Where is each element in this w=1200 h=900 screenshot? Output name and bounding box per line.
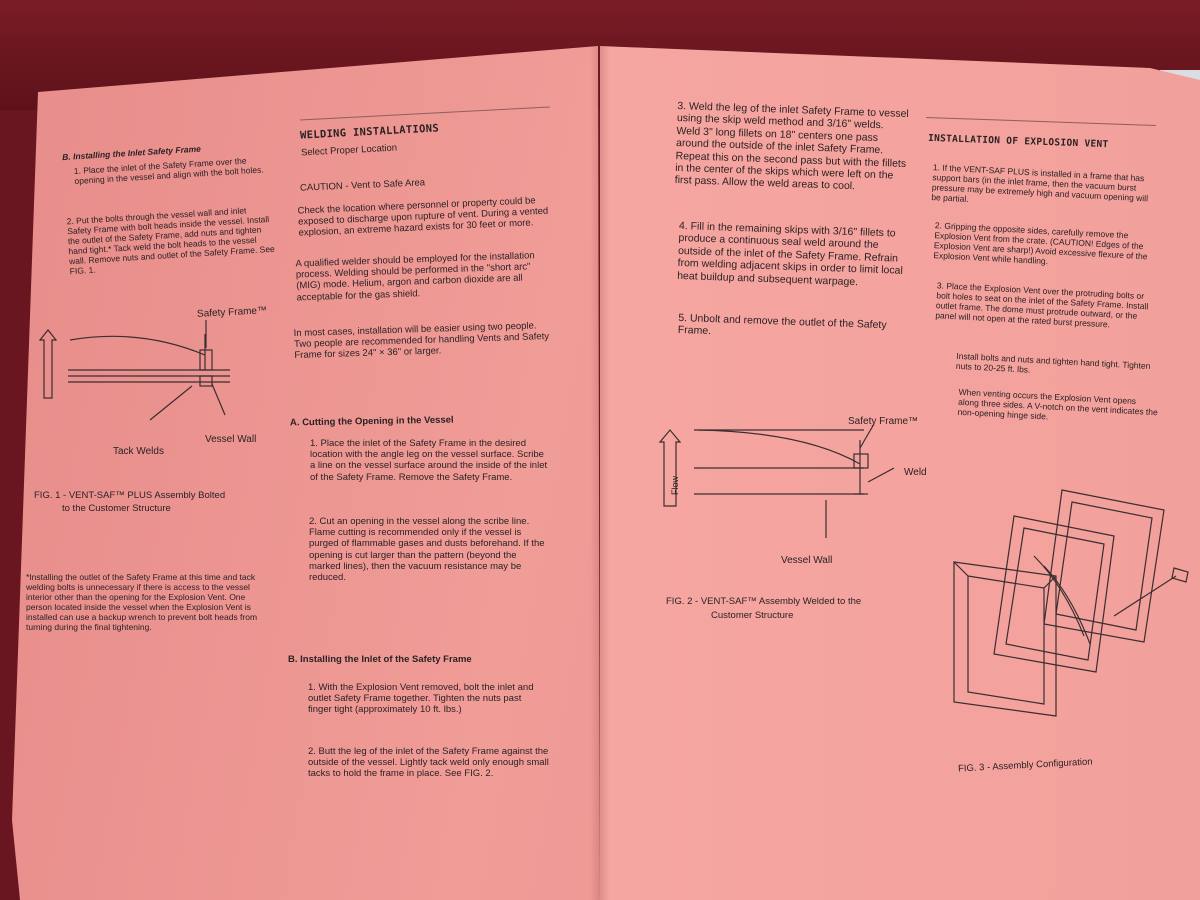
fig1-label-tack-welds: Tack Welds bbox=[113, 446, 164, 457]
right-step-3: 3. Weld the leg of the inlet Safety Fram… bbox=[674, 99, 909, 193]
fig2-flow-arrow bbox=[658, 429, 682, 507]
fig3-inlet-frame bbox=[953, 561, 1057, 717]
fig2-label-vessel-wall: Vessel Wall bbox=[781, 555, 833, 566]
left-footnote: *Installing the outlet of the Safety Fra… bbox=[26, 572, 258, 633]
section-b-step-2: 2. Butt the leg of the inlet of the Safe… bbox=[308, 746, 549, 780]
welder-paragraph: A qualified welder should be employed fo… bbox=[295, 250, 535, 304]
right-step-4: 4. Fill in the remaining skips with 3/16… bbox=[677, 219, 903, 288]
section-b-title: B. Installing the Inlet of the Safety Fr… bbox=[288, 654, 472, 665]
fig3-bolt bbox=[1171, 567, 1189, 583]
section-a-step-1: 1. Place the inlet of the Safety Frame i… bbox=[310, 438, 548, 483]
fig2-caption-line1: FIG. 2 - VENT-SAF™ Assembly Welded to th… bbox=[666, 596, 862, 607]
fig2-caption-line2: Customer Structure bbox=[711, 610, 794, 621]
fig3-diagram bbox=[953, 489, 1189, 717]
fig3-explosion-vent bbox=[993, 515, 1115, 673]
fig1-caption-line1: FIG. 1 - VENT-SAF™ PLUS Assembly Bolted bbox=[34, 490, 226, 501]
fig2-label-weld: Weld bbox=[904, 467, 927, 478]
section-b-step-1: 1. With the Explosion Vent removed, bolt… bbox=[308, 682, 534, 716]
fig1-flow-arrow bbox=[38, 329, 58, 399]
left-step-2: 2. Put the bolts through the vessel wall… bbox=[66, 205, 276, 277]
page-gutter bbox=[590, 46, 610, 900]
fig3-outlet-frame bbox=[1043, 489, 1165, 643]
fig1-caption-line2: to the Customer Structure bbox=[62, 503, 171, 514]
fig2-diagram bbox=[658, 423, 895, 538]
fig1-label-vessel-wall: Vessel Wall bbox=[205, 434, 257, 445]
fig2-label-flow: Flow bbox=[670, 475, 680, 495]
section-a-step-2: 2. Cut an opening in the vessel along th… bbox=[309, 516, 545, 584]
fig1-diagram bbox=[38, 320, 230, 421]
fig2-label-safety-frame: Safety Frame™ bbox=[848, 416, 919, 427]
